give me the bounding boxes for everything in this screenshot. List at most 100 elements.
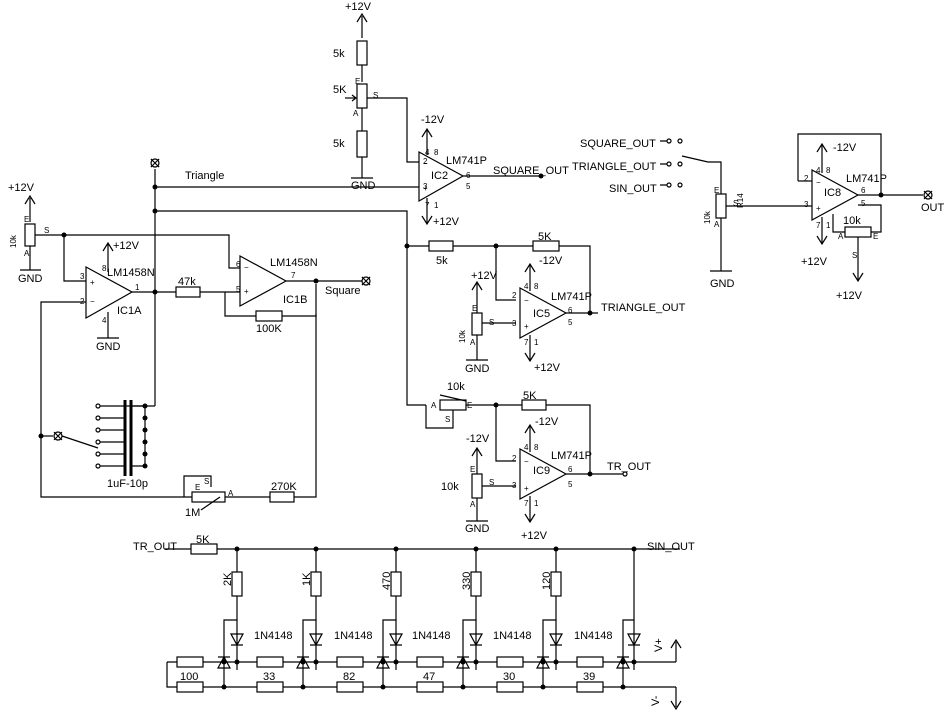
pot-r14-ref: R14: [736, 193, 745, 208]
label-cap: 1uF-10p: [107, 478, 148, 490]
sine-shaper: TR_OUT SIN_OUT 5K 2K 1K 470 330 120 1N41…: [133, 534, 695, 711]
ic1a-pin4: 4: [102, 316, 107, 325]
ic8-pin2: 2: [804, 174, 809, 183]
ic8-pin1: 1: [826, 221, 831, 230]
ic9-pin4: 4: [524, 443, 529, 452]
gnd-top: GND: [351, 180, 376, 192]
ic9-pin1: 1: [534, 499, 539, 508]
ic1a-part: LM1458N: [107, 267, 155, 279]
ic5-neg-supply: -12V: [539, 255, 563, 267]
ic5-pos-supply: +12V: [534, 362, 561, 374]
ladder-b3: [336, 681, 364, 693]
pot-ic9-pin-a: A: [470, 500, 476, 509]
output-selector: SQUARE_OUT TRIANGLE_OUT SIN_OUT 10k R14 …: [572, 138, 812, 290]
gnd-r14: GND: [710, 278, 735, 290]
pot-ic9-in: [439, 399, 467, 411]
label-r-ic5-fb: 5K: [538, 231, 552, 243]
ladder-b4: [416, 681, 444, 693]
diode-label-4: 1N4148: [493, 630, 532, 642]
ladder-b1: [176, 681, 204, 693]
ic8-pin8: 8: [826, 166, 831, 175]
ladder-b3-top: [336, 656, 364, 668]
triangle-label: Triangle: [185, 170, 224, 182]
ladder-b6-value: 39: [583, 671, 595, 683]
ic8-neg-supply: -12V: [833, 142, 857, 154]
capacitor-bank: 1uF-10p 1M E A S 270K: [38, 400, 297, 519]
pot-r14-pin-s: S: [733, 199, 738, 208]
pot-ic8: [844, 226, 872, 238]
pot-ic5-value: 10k: [458, 329, 467, 343]
ic2-minus: −: [423, 159, 428, 168]
square-out-label: SQUARE_OUT: [493, 165, 569, 177]
vminus-label: V-: [650, 695, 662, 706]
label-r100k: 100K: [256, 323, 282, 335]
ic9-plus: +: [524, 484, 529, 493]
ic1a-pos-supply: +12V: [113, 240, 140, 252]
ic8-section: 2 3 IC8 LM741P 6 5 4 8 7 1 − + -12V +12V…: [797, 133, 945, 302]
square-label: Square: [325, 285, 360, 297]
ic9-pin5: 5: [568, 480, 573, 489]
ic2-pin3: 3: [423, 182, 428, 191]
pot-ic9: [471, 473, 483, 499]
pot-ic8-pin-e: E: [873, 232, 878, 241]
pot-top: [356, 83, 368, 109]
ic2-pin5: 5: [466, 182, 471, 191]
ic2-part: LM741P: [446, 155, 487, 167]
diode-label-1: 1N4148: [254, 630, 293, 642]
ic8-pos-supply: +12V: [801, 256, 828, 268]
ic1a-pin3: 3: [80, 272, 85, 281]
ladder-b4-top: [416, 656, 444, 668]
ic5-pin8: 8: [534, 282, 539, 291]
resistor-ic5-in: [428, 240, 454, 252]
ladder-r4-value: 330: [461, 572, 473, 590]
ic9-minus: −: [524, 457, 529, 466]
label-r-tr: 5K: [196, 534, 210, 546]
label-r47k: 47k: [178, 276, 196, 288]
tr-out-label: TR_OUT: [607, 461, 651, 473]
ladder-r2-value: 1K: [301, 572, 313, 586]
ladder-b6: [576, 681, 604, 693]
ic2-pin8: 8: [434, 148, 439, 157]
ladder-b5-top: [496, 656, 524, 668]
left-pos-supply: +12V: [8, 182, 35, 194]
label-pot-ic9-in: 10k: [447, 381, 465, 393]
ic5-pin1: 1: [534, 338, 539, 347]
ic1b-pin5: 5: [236, 285, 241, 294]
ladder-r5-value: 120: [541, 572, 553, 590]
label-pot-ic9: 10k: [441, 481, 459, 493]
pot-r14-pin-e: E: [714, 186, 719, 195]
pot-ic9-in-pin-s: S: [445, 415, 450, 424]
ic2-name: IC2: [431, 170, 448, 182]
pot-left: [24, 223, 36, 247]
label-r-ic5-in: 5k: [436, 255, 448, 267]
ic1b-pin7: 7: [291, 271, 296, 280]
pot-1m-pin-s: S: [204, 477, 209, 486]
sel-square-out: SQUARE_OUT: [580, 138, 656, 150]
ic2-neg-supply: -12V: [421, 114, 445, 126]
ladder-b1-top: [176, 656, 204, 668]
ic9-section: 10k A E S 5K -12V 10k E A S GND 2 3 IC9 …: [425, 381, 651, 542]
pot-1m-pin-a: A: [228, 489, 234, 498]
ic9-name: IC9: [533, 465, 550, 477]
ic5-plus: +: [524, 322, 529, 331]
pot-ic5-pin-e: E: [472, 304, 477, 313]
pot-1m-pin-e: E: [195, 483, 200, 492]
pot-top-pin-e: E: [355, 77, 360, 86]
pot-left-pin-e: E: [24, 215, 29, 224]
ic9-pin6: 6: [568, 465, 573, 474]
label-r-ic9-fb: 5K: [523, 390, 537, 402]
resistor-47k: [175, 286, 201, 298]
ic2-opamp: 2 3 IC2 LM741P 6 5 4 8 7 1 -12V +12V − +…: [155, 114, 569, 228]
pot-ic9-pin-e: E: [470, 465, 475, 474]
ladder-b2: [256, 681, 284, 693]
gnd-ic9: GND: [465, 523, 490, 535]
label-r270k: 270K: [271, 481, 297, 493]
ic5-minus: −: [524, 296, 529, 305]
ic8-plus: +: [816, 204, 821, 213]
pot-r14-pin-a: A: [714, 220, 720, 229]
diode-label-2: 1N4148: [334, 630, 373, 642]
ic5-pot-supply: +12V: [471, 270, 498, 282]
ic1a-pin8: 8: [102, 264, 107, 273]
ic1b-pin6: 6: [236, 260, 241, 269]
